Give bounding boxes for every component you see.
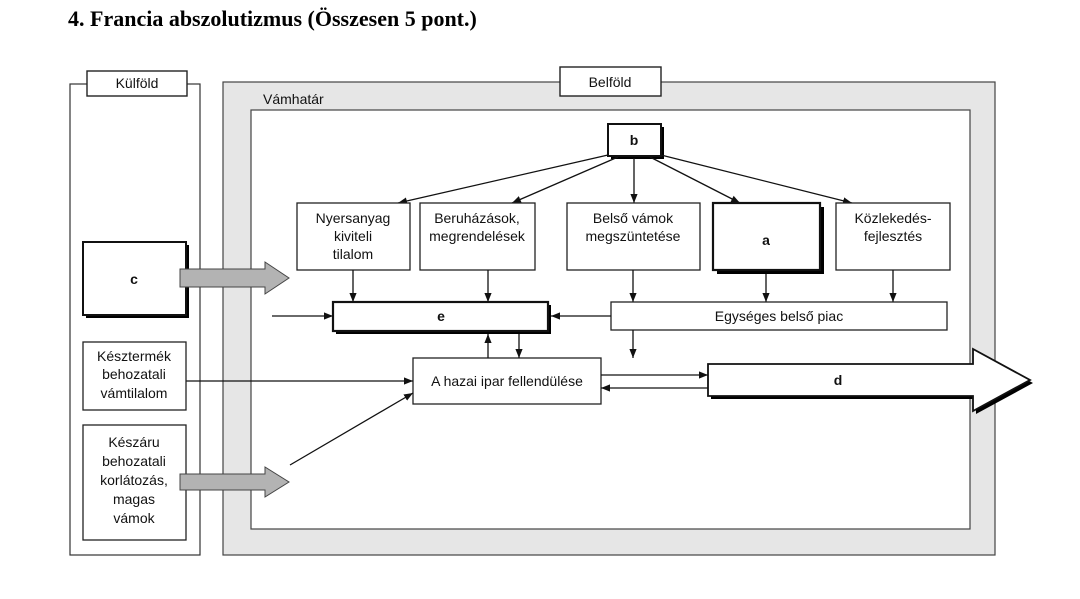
svg-text:Közlekedés-: Közlekedés- [854,210,931,226]
box-investments: Beruházások, megrendelések [419,202,536,271]
svg-text:kiviteli: kiviteli [334,228,372,244]
svg-text:Belső vámok: Belső vámok [593,210,674,226]
svg-text:fejlesztés: fejlesztés [864,228,922,244]
svg-text:Késztermék: Késztermék [97,348,172,364]
svg-text:Egységes belső piac: Egységes belső piac [715,308,843,324]
customs-border-label: Vámhatár [263,91,324,107]
arrow-b-to-investments [511,156,619,204]
box-raw-material: Nyersanyag kiviteli tilalom [296,202,411,271]
foreign-label-box [86,70,188,97]
arrow-b-to-a [649,156,741,204]
svg-text:magas: magas [113,491,155,507]
box-domestic-industry: A hazai ipar fellendülése [412,357,602,405]
svg-text:megrendelések: megrendelések [429,228,526,244]
box-finished-goods-ban: Késztermék behozatali vámtilalom [82,341,187,411]
placeholder-a: a [762,232,770,248]
svg-text:A hazai ipar fellendülése: A hazai ipar fellendülése [431,373,583,389]
svg-text:megszüntetése: megszüntetése [586,228,681,244]
arrow-restriction-to-industry [289,392,414,466]
placeholder-b: b [630,132,639,148]
box-a: a [711,201,824,274]
svg-text:tilalom: tilalom [333,246,373,262]
svg-text:vámok: vámok [113,510,155,526]
page-title: 4. Francia abszolutizmus (Összesen 5 pon… [68,6,477,31]
gray-arrow-c [179,261,290,295]
gray-arrow-goods-restriction [179,466,290,498]
svg-text:Készáru: Készáru [108,434,159,450]
svg-text:Nyersanyag: Nyersanyag [316,210,391,226]
box-b: b [607,123,664,159]
placeholder-e: e [437,308,445,324]
row-arrows [349,270,897,302]
box-internal-tariffs: Belső vámok megszüntetése [566,202,701,271]
svg-text:vámtilalom: vámtilalom [101,385,168,401]
arrow-d: d [707,347,1033,414]
arrow-b-to-transport [660,154,853,205]
box-c: c [82,241,189,318]
box-transport: Közlekedés- fejlesztés [835,202,951,271]
box-goods-restriction: Készáru behozatali korlátozás, magas vám… [82,424,187,541]
connectors [186,312,708,466]
box-e: e [331,300,551,334]
b-arrows [397,154,853,205]
box-single-market: Egységes belső piac [610,301,948,331]
svg-text:korlátozás,: korlátozás, [100,472,168,488]
svg-text:behozatali: behozatali [102,453,166,469]
foreign-label: Külföld [116,75,159,91]
arrow-b-to-raw-material [397,154,609,205]
svg-text:behozatali: behozatali [102,366,166,382]
placeholder-c: c [130,271,138,287]
domestic-label-box [559,66,662,97]
placeholder-d: d [834,372,843,388]
svg-text:Beruházások,: Beruházások, [434,210,520,226]
domestic-label: Belföld [589,74,632,90]
